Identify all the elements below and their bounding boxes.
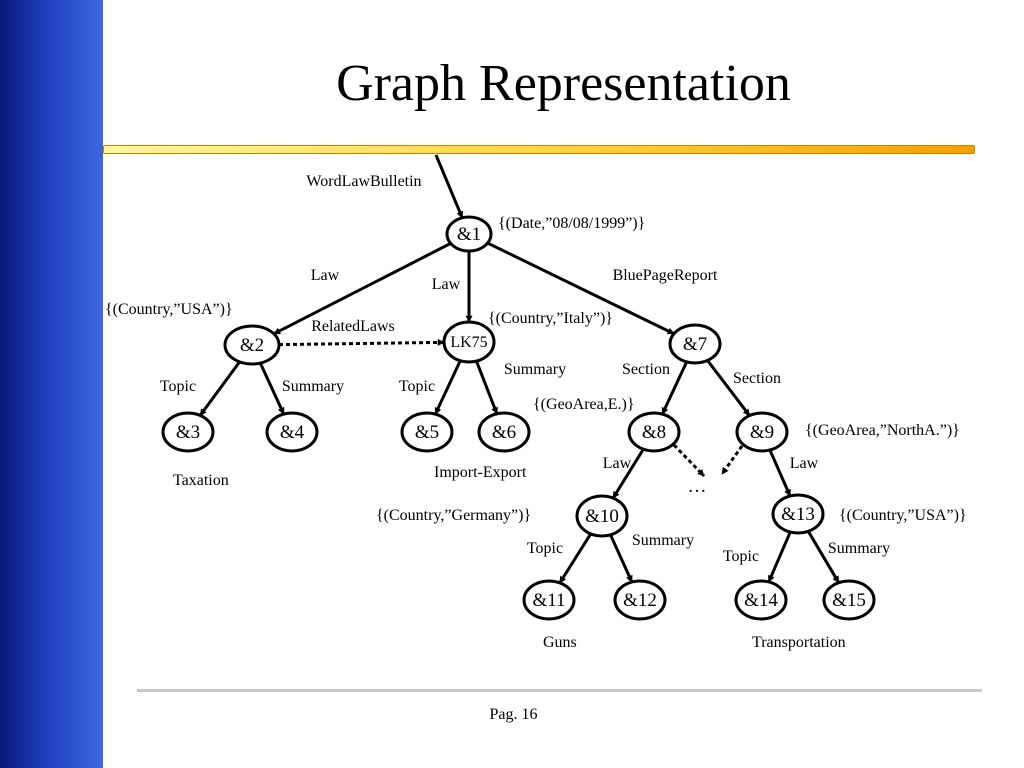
value-n14: Transportation — [752, 634, 846, 651]
edge-n13-n14 — [767, 531, 792, 583]
node-label-n14: &14 — [744, 590, 778, 611]
edge-n8-more — [672, 443, 706, 478]
edge-label-n10-n11: Topic — [527, 540, 563, 557]
edge-n10-n12 — [609, 534, 634, 583]
slide-title: Graph Representation — [336, 55, 791, 112]
node-n8 — [627, 411, 681, 453]
edge-n13-n15 — [806, 530, 841, 584]
edge-n2-nLK — [278, 338, 445, 347]
edge-label-n2-nLK: RelatedLaws — [311, 318, 395, 335]
node-n4 — [265, 411, 319, 453]
edge-label-n13-n15: Summary — [828, 540, 890, 557]
node-n11 — [522, 579, 576, 621]
value-n3: Taxation — [173, 472, 229, 489]
edge-root — [434, 154, 464, 219]
node-label-n1: &1 — [457, 224, 481, 245]
edge-label-n10-n12: Summary — [632, 532, 694, 549]
node-label-n9: &9 — [750, 422, 774, 443]
edge-n2-n3 — [198, 360, 241, 417]
node-n9 — [735, 411, 789, 453]
node-n13 — [771, 493, 825, 535]
edge-n8-n10 — [611, 448, 645, 499]
node-n12 — [613, 579, 667, 621]
edge-n7-n8 — [660, 361, 689, 415]
edge-n9-more — [720, 445, 744, 475]
edge-label-root: WordLawBulletin — [306, 173, 421, 190]
node-label-nLK: LK75 — [450, 334, 487, 351]
edge-n1-n2 — [273, 242, 452, 336]
node-nLK — [442, 320, 496, 364]
attribute-n10: {(Country,”Germany”)} — [376, 507, 531, 524]
node-n14 — [734, 579, 788, 621]
edge-label-n9-n13: Law — [790, 455, 819, 472]
edge-label-n1-nLK: Law — [432, 276, 461, 293]
node-n6 — [477, 411, 531, 453]
value-n5: Import-Export — [434, 464, 527, 481]
edge-nLK-n6 — [475, 360, 499, 415]
node-label-n8: &8 — [642, 422, 666, 443]
edge-n10-n11 — [558, 533, 593, 584]
node-label-n7: &7 — [683, 334, 707, 355]
attribute-n8: {(GeoArea,E.)} — [533, 396, 635, 413]
node-n5 — [400, 411, 454, 453]
value-n11: Guns — [543, 634, 577, 651]
node-n7 — [668, 323, 722, 365]
node-n10 — [575, 494, 629, 538]
node-n2 — [223, 324, 281, 366]
node-label-n6: &6 — [492, 422, 516, 443]
attribute-n13: {(Country,”USA”)} — [839, 507, 967, 524]
page-number: Pag. 16 — [489, 706, 538, 723]
edge-n7-n9 — [706, 359, 751, 417]
edge-label-n7-n8: Section — [622, 361, 670, 378]
edge-n1-n7 — [486, 241, 675, 336]
attribute-nLK: {(Country,”Italy”)} — [488, 310, 613, 327]
edge-label-n2-n3: Topic — [160, 378, 196, 395]
edge-n2-n4 — [258, 362, 286, 415]
node-label-n15: &15 — [832, 590, 866, 611]
edge-label-n13-n14: Topic — [723, 548, 759, 565]
attribute-n9: {(GeoArea,”NorthA.”)} — [805, 422, 960, 439]
node-label-n12: &12 — [623, 590, 657, 611]
edge-label-nLK-n5: Topic — [399, 378, 435, 395]
edge-label-n8-n10: Law — [603, 455, 632, 472]
node-label-n4: &4 — [280, 422, 305, 443]
slide-sidebar-bar — [0, 0, 103, 768]
attribute-n1: {(Date,”08/08/1999”)} — [498, 215, 645, 232]
node-n15 — [822, 579, 876, 621]
attribute-n2: {(Country,”USA”)} — [105, 301, 233, 318]
node-n3 — [161, 411, 215, 453]
node-label-n5: &5 — [415, 422, 439, 443]
edge-label-n1-n7: BluePageReport — [613, 267, 718, 284]
edge-label-n1-n2: Law — [311, 267, 340, 284]
node-label-n13: &13 — [781, 504, 815, 525]
edge-n9-n13 — [768, 449, 792, 497]
ellipsis-marker: … — [688, 476, 707, 497]
bottom-rule — [137, 689, 982, 692]
edge-label-nLK-n6: Summary — [504, 361, 566, 378]
edge-nLK-n5 — [433, 360, 462, 415]
edge-label-n7-n9: Section — [733, 370, 781, 387]
edge-label-n2-n4: Summary — [282, 378, 344, 395]
node-label-n11: &11 — [532, 590, 565, 611]
node-label-n3: &3 — [176, 422, 200, 443]
node-n1 — [445, 215, 493, 253]
node-label-n2: &2 — [240, 335, 264, 356]
title-underline-bar — [103, 145, 975, 154]
node-label-n10: &10 — [585, 506, 619, 527]
